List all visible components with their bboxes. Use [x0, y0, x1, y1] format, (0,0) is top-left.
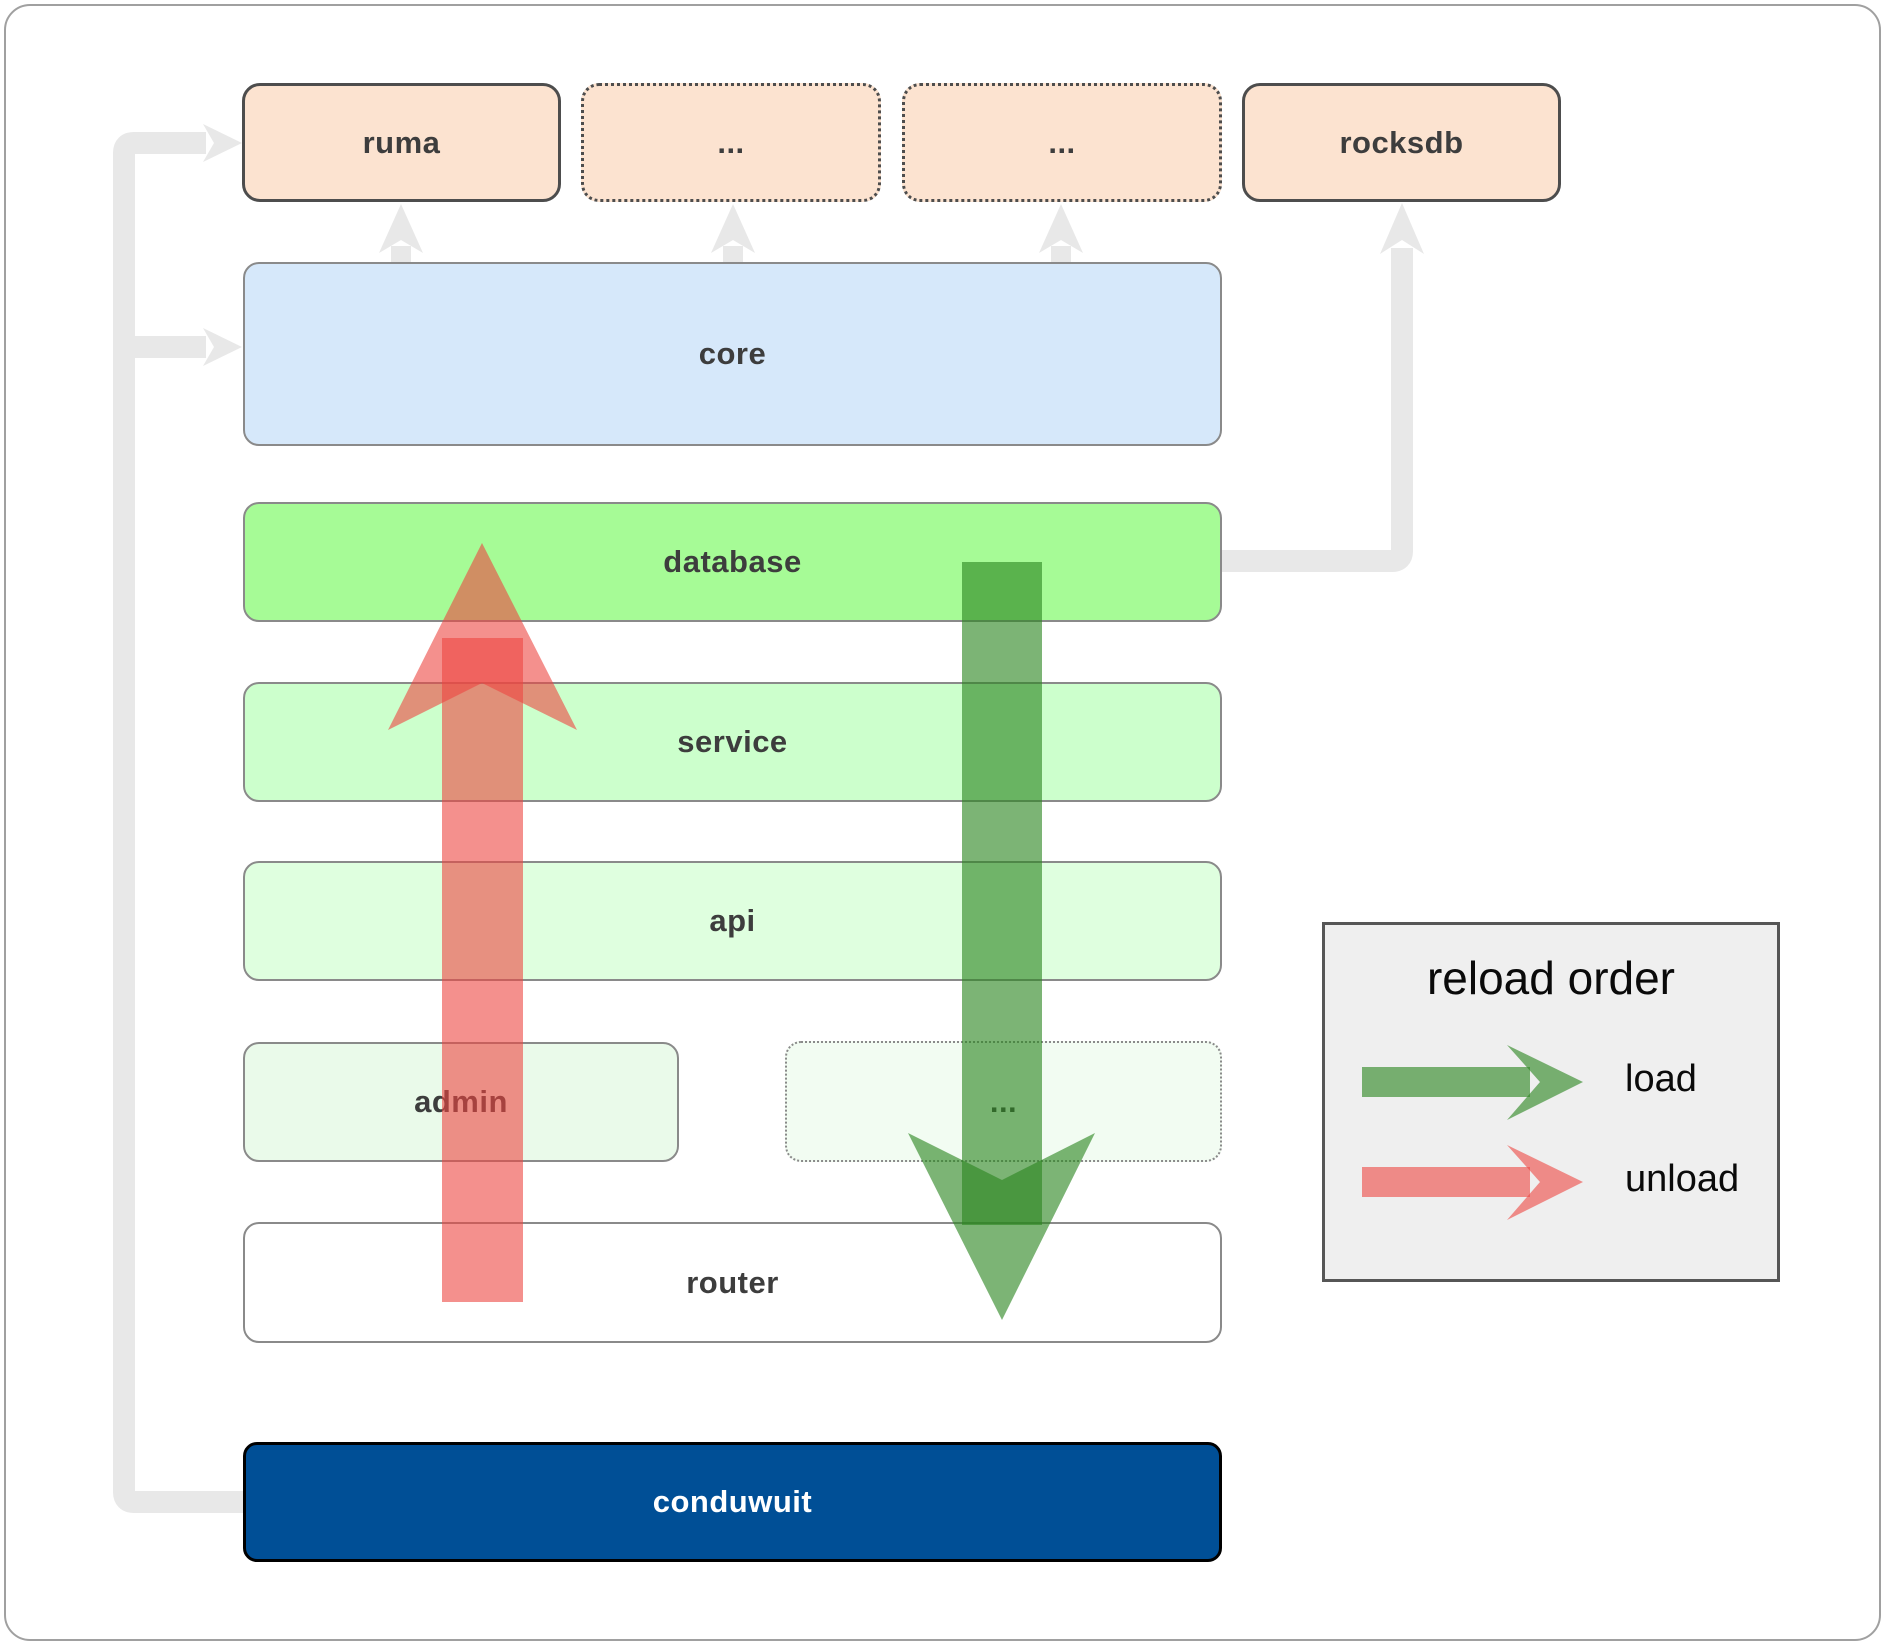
node-dots-1: ...	[581, 83, 881, 202]
node-router-label: router	[686, 1264, 779, 1300]
node-conduwuit-label: conduwuit	[652, 1484, 813, 1519]
node-admin: admin	[243, 1042, 679, 1162]
node-rocksdb-label: rocksdb	[1339, 124, 1464, 160]
node-api: api	[243, 861, 1222, 981]
node-service-label: service	[677, 724, 788, 759]
node-dots-1-label: ...	[717, 124, 745, 160]
node-rocksdb: rocksdb	[1242, 83, 1561, 202]
node-admin-label: admin	[414, 1084, 508, 1119]
node-conduwuit: conduwuit	[243, 1442, 1222, 1562]
legend: reload order	[1322, 922, 1780, 1282]
node-api-label: api	[709, 903, 756, 938]
node-ruma-label: ruma	[362, 124, 441, 160]
node-dots-2: ...	[902, 83, 1222, 202]
node-dots-2-label: ...	[1048, 124, 1076, 160]
legend-title: reload order	[1426, 952, 1676, 1004]
node-database-label: database	[663, 544, 802, 579]
node-database: database	[243, 502, 1222, 622]
node-router: router	[243, 1222, 1222, 1343]
node-service: service	[243, 682, 1222, 802]
node-core: core	[243, 262, 1222, 446]
node-dots-3: ...	[785, 1041, 1222, 1162]
node-core-label: core	[698, 336, 767, 371]
node-dots-3-label: ...	[989, 1083, 1018, 1119]
legend-label-unload: unload	[1625, 1158, 1740, 1200]
node-ruma: ruma	[242, 83, 561, 202]
legend-label-load: load	[1625, 1058, 1697, 1100]
outer-frame	[4, 4, 1881, 1641]
